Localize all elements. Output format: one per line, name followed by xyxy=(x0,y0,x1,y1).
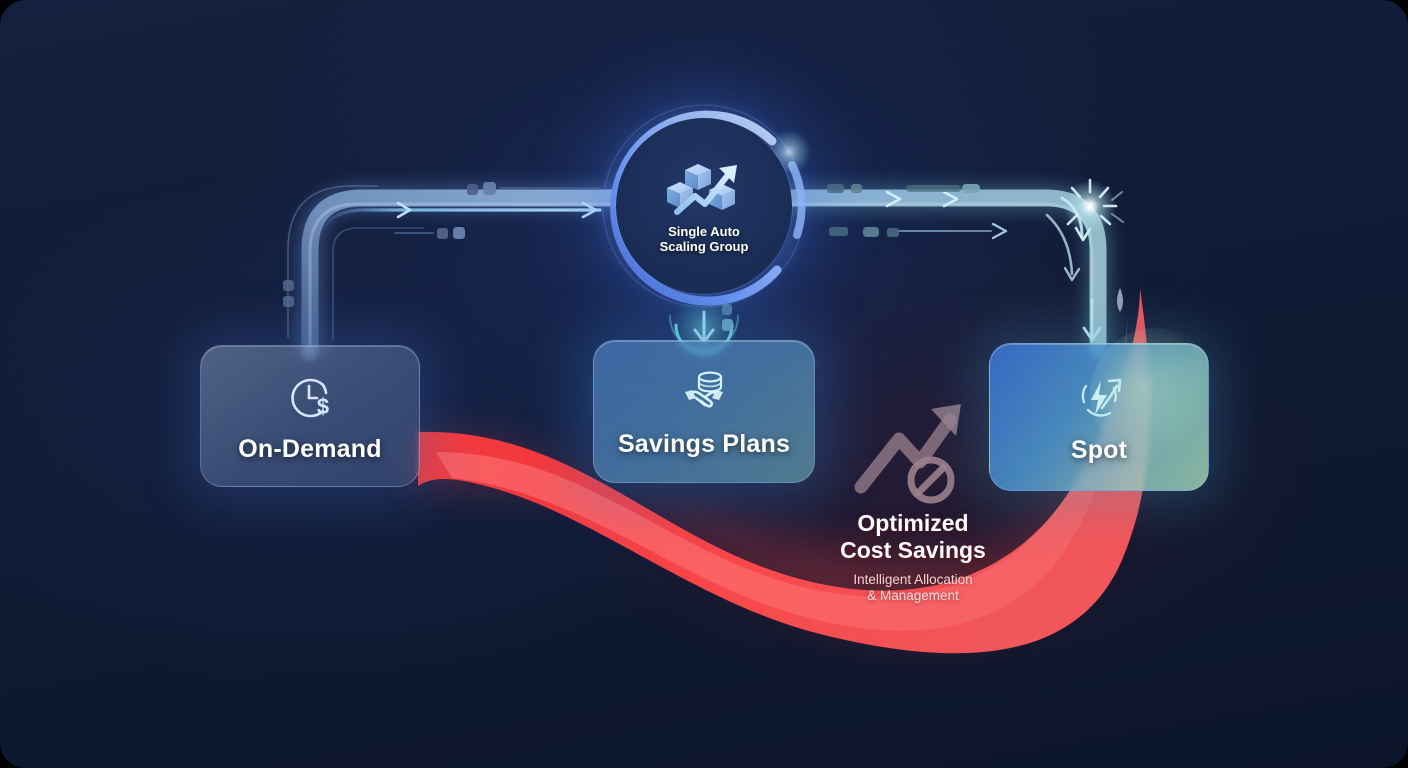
arrow-right-icon-left-1 xyxy=(396,201,412,219)
data-packet-icon-group-left xyxy=(283,182,601,307)
spark-burst-icon xyxy=(1064,178,1124,232)
data-packet-icon-group-right xyxy=(827,184,980,237)
cost-savings-title: Optimized Cost Savings xyxy=(840,510,986,563)
lightning-arrow-icon xyxy=(1081,378,1122,417)
cubes-trending-up-icon xyxy=(667,164,737,215)
handshake-database-icon xyxy=(685,371,723,408)
arrow-right-icon-right-3 xyxy=(991,222,1008,240)
arrow-right-icon-right-1 xyxy=(885,190,902,208)
arrow-right-icon-right-2 xyxy=(942,190,959,208)
arrow-down-icon-savings xyxy=(693,310,715,344)
optimized-cost-savings-block: Optimized Cost Savings Intelligent Alloc… xyxy=(793,510,1033,604)
card-label-spot: Spot xyxy=(1070,435,1128,464)
arrow-right-icon-left-2 xyxy=(581,201,598,219)
pipe-right xyxy=(735,189,1107,359)
clock-dollar-icon: $ xyxy=(291,378,329,419)
flow-arc-right xyxy=(1060,196,1084,238)
trending-up-blocked-icon xyxy=(854,404,961,504)
card-spot[interactable]: Spot xyxy=(989,328,1222,491)
hub-label: Single Auto Scaling Group xyxy=(659,224,749,254)
arrow-down-icon-spot xyxy=(1082,298,1102,342)
connector-hub-to-spot xyxy=(735,183,1113,359)
pipe-left xyxy=(301,189,674,361)
card-label-on-demand: On-Demand xyxy=(238,434,382,463)
card-savings-plans[interactable]: Savings Plans xyxy=(593,340,815,483)
svg-text:$: $ xyxy=(317,394,329,419)
card-label-savings-plans: Savings Plans xyxy=(617,430,791,458)
hub-node-single-auto-scaling-group[interactable]: Single Auto Scaling Group xyxy=(616,118,792,294)
cost-savings-subtitle: Intelligent Allocation & Management xyxy=(853,572,973,603)
card-on-demand[interactable]: $ On-Demand xyxy=(200,345,420,487)
droplet-decoration xyxy=(1117,288,1123,312)
flow-line-left xyxy=(314,208,602,332)
connector-on-demand-to-hub xyxy=(287,183,674,361)
